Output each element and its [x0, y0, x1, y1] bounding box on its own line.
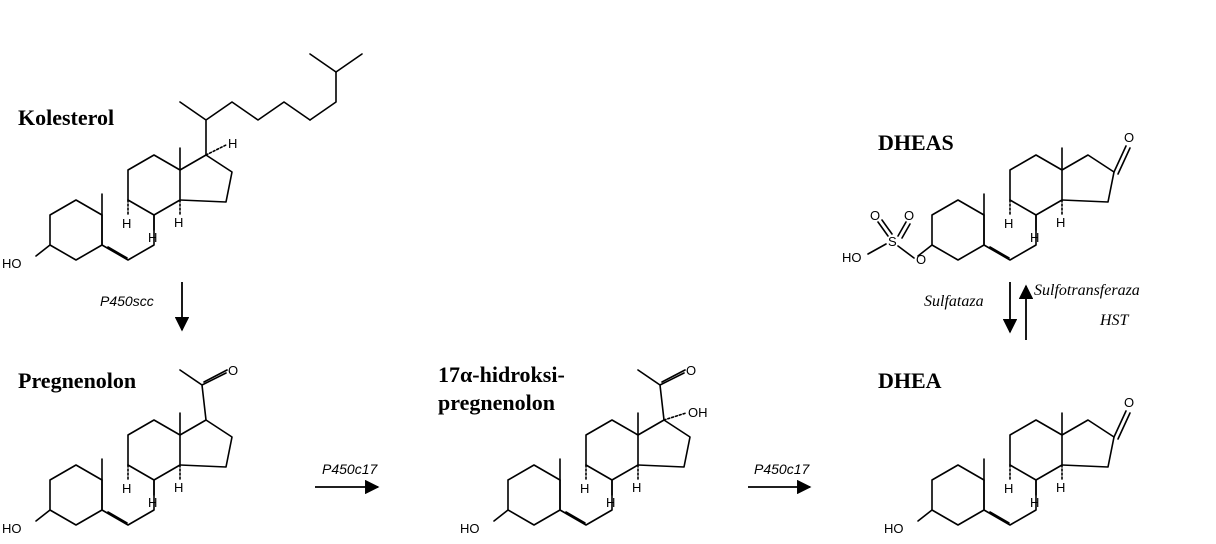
pregnenolon-structure: O HO H H H — [2, 363, 238, 536]
label-17a-hydroxy-line2: pregnenolon — [438, 390, 555, 415]
hydroxypregnenolon-structure: O OH HO H H H — [460, 363, 708, 536]
atom-o: O — [686, 363, 696, 378]
atom-h: H — [1004, 216, 1013, 231]
atom-h: H — [1030, 230, 1039, 245]
atom-oh: OH — [688, 405, 708, 420]
atom-ho: HO — [2, 521, 22, 536]
atom-h: H — [580, 481, 589, 496]
atom-h: H — [606, 495, 615, 510]
atom-h: H — [1030, 495, 1039, 510]
atom-h: H — [1056, 480, 1065, 495]
dhea-structure: O HO H H H — [884, 395, 1134, 536]
enzyme-p450c17-a: P450c17 — [322, 461, 378, 477]
enzyme-sulfotransferaza: Sulfotransferaza — [1034, 282, 1140, 299]
atom-h: H — [228, 136, 237, 151]
atom-ho: HO — [842, 250, 862, 265]
atom-h: H — [632, 480, 641, 495]
enzyme-hst: HST — [1099, 312, 1130, 329]
atom-ho: HO — [884, 521, 904, 536]
atom-h: H — [148, 495, 157, 510]
atom-o: O — [916, 252, 926, 267]
atom-s: S — [888, 234, 897, 249]
dheas-structure: O O S O O HO H H H — [842, 130, 1134, 267]
kolesterol-structure: HO H H H H — [2, 53, 363, 271]
atom-h: H — [122, 481, 131, 496]
atom-o: O — [1124, 130, 1134, 145]
atom-h: H — [174, 215, 183, 230]
enzyme-p450scc: P450scc — [100, 293, 154, 309]
atom-o: O — [904, 208, 914, 223]
atom-h: H — [148, 230, 157, 245]
label-kolesterol: Kolesterol — [18, 105, 114, 130]
atom-o: O — [870, 208, 880, 223]
atom-h: H — [122, 216, 131, 231]
atom-h: H — [1004, 481, 1013, 496]
label-dheas: DHEAS — [878, 130, 954, 155]
atom-ho: HO — [460, 521, 480, 536]
enzyme-sulfataza: Sulfataza — [924, 293, 984, 310]
atom-h: H — [1056, 215, 1065, 230]
atom-h: H — [174, 480, 183, 495]
atom-o: O — [1124, 395, 1134, 410]
enzyme-p450c17-b: P450c17 — [754, 461, 810, 477]
label-pregnenolon: Pregnenolon — [18, 368, 136, 393]
atom-ho: HO — [2, 256, 22, 271]
atom-o: O — [228, 363, 238, 378]
label-17a-hydroxy-line1: 17α-hidroksi- — [438, 362, 565, 387]
label-dhea: DHEA — [878, 368, 942, 393]
